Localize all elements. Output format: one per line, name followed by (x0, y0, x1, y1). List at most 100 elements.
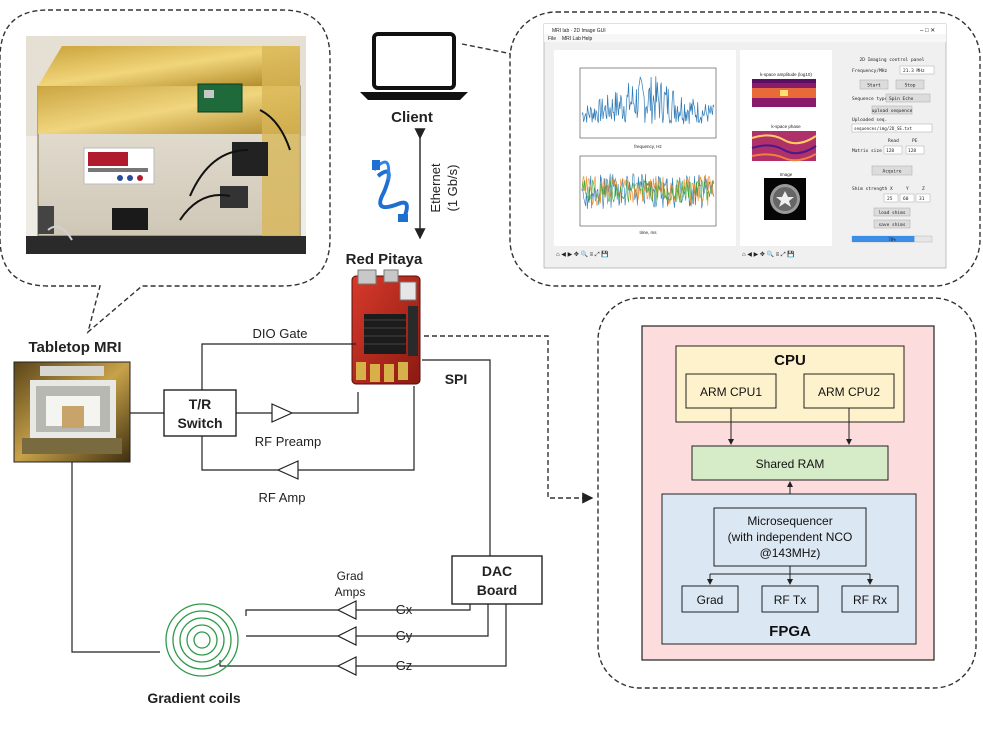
save-shims-label: save shims (878, 222, 905, 228)
gui-toolbar-middle: ⌂ ◀ ▶ ✥ 🔍 ≡ ⤢ 💾 (742, 250, 795, 258)
gy-label: Gy (396, 628, 413, 643)
control-panel-title: 2D Imaging control panel (859, 57, 924, 63)
start-button-label: Start (867, 83, 881, 89)
control-panel: 2D Imaging control panel Frequency/MHz 2… (851, 57, 935, 243)
shared-ram-label: Shared RAM (756, 457, 825, 471)
grad-amp-y-triangle (336, 626, 357, 646)
shim-x-value: 25 (887, 196, 893, 202)
kspace-amplitude-title: k-space amplitude (log10) (760, 72, 812, 77)
tabletop-mri-photo (26, 36, 306, 254)
cpu-block: CPU ARM CPU1 ARM CPU2 (675, 345, 905, 423)
rf-rx-label: RF Rx (853, 593, 887, 607)
grad-box (681, 585, 739, 613)
matrix-read-input[interactable] (883, 145, 903, 155)
progress-bar-fill (852, 236, 915, 242)
gui-menu-mrilab: MRI Lab (562, 36, 581, 42)
grad-amps-line1: Grad (337, 569, 364, 583)
shim-y-label: Y (906, 186, 909, 192)
ethernet-label: Ethernet (428, 163, 443, 213)
time-trace-green (581, 179, 715, 203)
frequency-trace (581, 76, 715, 125)
rf-tx-box (761, 585, 819, 613)
microsequencer-line3: @143MHz) (760, 546, 821, 560)
dio-gate-label: DIO Gate (253, 326, 308, 341)
shim-z-label: Z (922, 186, 925, 192)
kspace-amplitude-map (752, 79, 816, 107)
gradient-coils (165, 603, 239, 677)
rf-preamp-triangle (271, 403, 294, 423)
arm-cpu1-label: ARM CPU1 (700, 385, 762, 399)
microsequencer-line1: Microsequencer (747, 514, 832, 528)
grad-label: Grad (697, 593, 724, 607)
start-button[interactable] (859, 79, 889, 90)
rf-amp-label: RF Amp (259, 490, 306, 505)
grad-amps-line2: Amps (335, 585, 366, 599)
dac-line2: Board (477, 582, 517, 598)
reconstructed-image (764, 178, 806, 220)
rf-preamp-label: RF Preamp (255, 434, 321, 449)
shim-y-input[interactable] (899, 193, 915, 203)
gui-window: MRI lab · 2D Image GUI – □ ✕ File MRI La… (543, 23, 947, 269)
uploaded-seq-label: Uploaded seq. (852, 117, 887, 123)
save-shims-button[interactable] (873, 219, 911, 229)
read-label: Read (888, 138, 899, 144)
frequency-input[interactable] (899, 65, 935, 75)
spi-label: SPI (445, 371, 468, 387)
gui-window-controls: – □ ✕ (920, 28, 935, 34)
pe-label: PE (912, 138, 918, 144)
client-label: Client (391, 109, 433, 126)
matrix-pe-input[interactable] (905, 145, 925, 155)
sequence-type-label: Sequence type (852, 96, 888, 102)
ethernet-link: Ethernet (1 Gb/s) (372, 128, 460, 240)
uploaded-seq-field[interactable] (851, 123, 933, 133)
arm-cpu2-label: ARM CPU2 (818, 385, 880, 399)
frequency-plot: frequency, Hz (579, 67, 717, 149)
gx-label: Gx (396, 602, 413, 617)
image-title: Image (780, 172, 793, 177)
microsequencer-line2: (with independent NCO (728, 530, 853, 544)
matrix-size-label: Matrix size (852, 148, 882, 154)
arm-cpu2-box (803, 373, 895, 409)
ethernet-cable-icon (372, 160, 409, 222)
acquire-button-label: Acquire (883, 169, 902, 175)
gui-menu-file: File (548, 36, 556, 42)
time-plot: time, ms (579, 155, 717, 235)
load-shims-label: load shims (878, 210, 905, 216)
rf-rx-box (841, 585, 899, 613)
gui-callout: MRI lab · 2D Image GUI – □ ✕ File MRI La… (509, 11, 981, 287)
upload-sequence-button[interactable] (871, 105, 913, 115)
shim-label: Shim strength (852, 186, 888, 192)
acquire-button[interactable] (871, 165, 913, 176)
sequence-type-select[interactable] (885, 93, 931, 103)
matrix-pe-value: 128 (908, 148, 916, 154)
gradient-coils-label: Gradient coils (147, 690, 241, 706)
gui-menu-help: Help (582, 36, 593, 42)
sequence-type-value: Spin Echo (889, 96, 914, 102)
ethernet-speed-label: (1 Gb/s) (445, 165, 460, 212)
wiring (71, 343, 507, 667)
tabletop-photo-callout (0, 9, 331, 334)
frequency-value: 21.3 MHz (903, 68, 925, 74)
kspace-phase-map (751, 131, 817, 162)
microsequencer-box (713, 507, 867, 567)
architecture-callout: CPU ARM CPU1 ARM CPU2 Shared RAM Microse… (597, 297, 977, 689)
shared-ram-block: Shared RAM (691, 445, 889, 481)
gz-label: Gz (396, 658, 413, 673)
stop-button[interactable] (895, 79, 925, 90)
red-pitaya: Red Pitaya (346, 251, 423, 385)
red-pitaya-board (351, 269, 421, 385)
grad-amp-x-triangle (336, 600, 357, 620)
pitaya-architecture-connector (424, 335, 594, 504)
shim-x-input[interactable] (883, 193, 899, 203)
frequency-label: Frequency/MHz (852, 68, 888, 74)
client-laptop: Client (360, 32, 468, 126)
matrix-read-value: 128 (886, 148, 894, 154)
tabletop-mri-label: Tabletop MRI (28, 339, 121, 356)
tr-switch-line1: T/R (189, 396, 212, 412)
shim-z-input[interactable] (915, 193, 931, 203)
red-pitaya-label: Red Pitaya (346, 251, 423, 268)
tr-switch-line2: Switch (177, 415, 222, 431)
load-shims-button[interactable] (873, 207, 911, 217)
grad-amp-z-triangle (336, 656, 357, 676)
